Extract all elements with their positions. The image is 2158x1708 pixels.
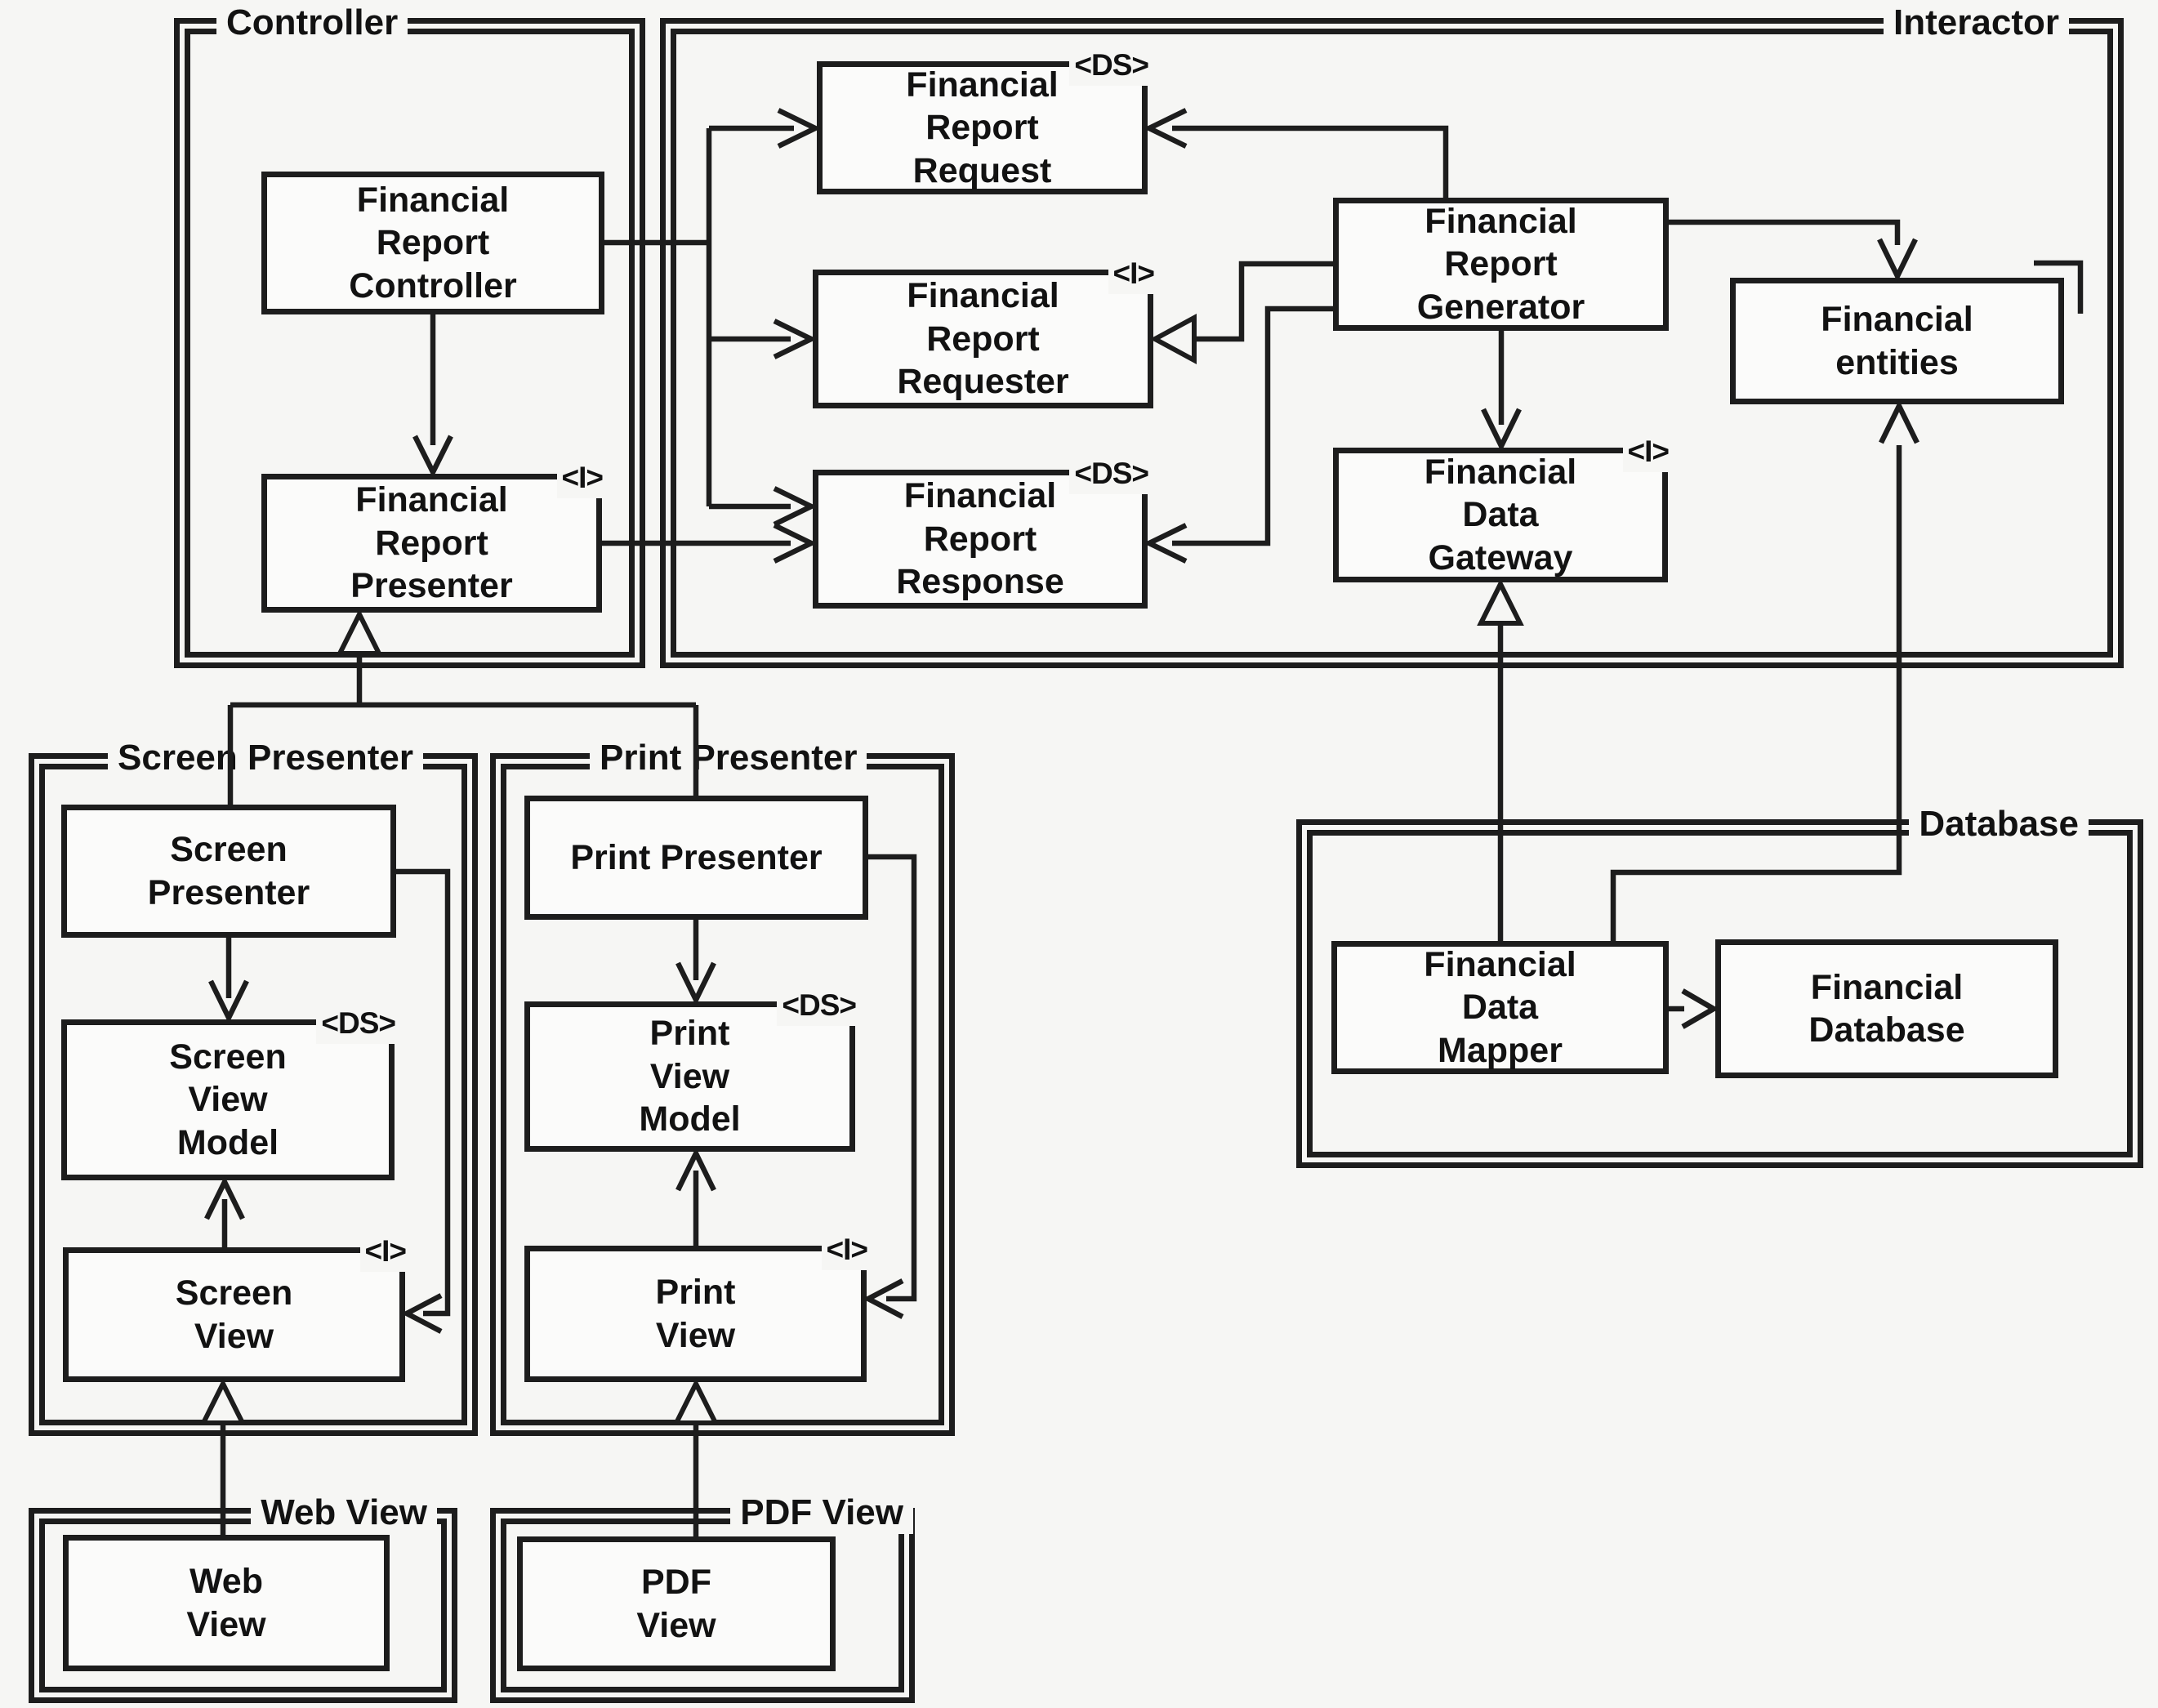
group-label-print-presenter: Print Presenter — [590, 737, 867, 779]
node-label: Financial Report Request — [906, 65, 1059, 190]
node-financial-entities: Financial entities — [1730, 278, 2064, 404]
node-print-view: <I> Print View — [524, 1229, 872, 1382]
node-label: Screen Presenter — [147, 830, 310, 912]
node-financial-data-gateway: <I> Financial Data Gateway — [1333, 431, 1674, 582]
node-label: Financial Data Gateway — [1424, 452, 1577, 578]
node-label: Web View — [186, 1562, 266, 1644]
group-label-database: Database — [1909, 803, 2089, 845]
node-web-view: Web View — [63, 1535, 390, 1671]
node-label: Print View — [655, 1273, 736, 1355]
node-label: Financial Data Mapper — [1424, 944, 1576, 1070]
node-label: Financial Report Requester — [897, 276, 1069, 402]
stereotype-interface: <I> — [556, 457, 608, 498]
group-label-pdf-view: PDF View — [730, 1492, 913, 1534]
stereotype-interface: <I> — [821, 1229, 872, 1270]
node-screen-presenter: Screen Presenter — [61, 805, 396, 938]
node-screen-view: <I> Screen View — [63, 1231, 411, 1382]
stereotype-interface: <I> — [359, 1231, 411, 1272]
node-financial-report-presenter: <I> Financial Report Presenter — [261, 457, 608, 613]
group-label-controller: Controller — [216, 2, 408, 44]
stereotype-data-structure: <DS> — [316, 1003, 400, 1044]
node-financial-data-mapper: Financial Data Mapper — [1331, 941, 1669, 1074]
stereotype-data-structure: <DS> — [1069, 45, 1153, 86]
node-financial-database: Financial Database — [1715, 939, 2058, 1078]
stereotype-interface: <I> — [1622, 431, 1674, 472]
node-label: Financial Report Generator — [1416, 201, 1585, 327]
group-label-interactor: Interactor — [1884, 2, 2069, 44]
group-label-screen-presenter: Screen Presenter — [108, 737, 423, 779]
node-print-view-model: <DS> Print View Model — [524, 985, 861, 1152]
group-web-view: Web View — [29, 1492, 457, 1703]
node-financial-report-generator: Financial Report Generator — [1333, 198, 1669, 331]
node-label: Financial Report Response — [896, 476, 1064, 602]
node-label: Financial entities — [1821, 300, 1973, 382]
node-label: Screen View Model — [169, 1037, 287, 1162]
node-label: Financial Report Presenter — [350, 480, 513, 606]
node-label: Financial Database — [1808, 967, 1965, 1050]
node-label: Screen View — [175, 1273, 293, 1356]
node-label: Print Presenter — [570, 837, 823, 877]
node-financial-report-response: <DS> Financial Report Response — [813, 453, 1153, 609]
node-label: Financial Report Controller — [349, 180, 517, 305]
group-pdf-view: PDF View — [490, 1492, 915, 1703]
group-label-web-view: Web View — [251, 1492, 437, 1534]
node-financial-report-controller: Financial Report Controller — [261, 172, 604, 314]
node-print-presenter: Print Presenter — [524, 796, 868, 920]
node-label: Print View Model — [639, 1014, 741, 1139]
node-label: PDF View — [636, 1563, 716, 1645]
stereotype-data-structure: <DS> — [1069, 453, 1153, 494]
node-pdf-view: PDF View — [517, 1536, 836, 1671]
node-financial-report-request: <DS> Financial Report Request — [817, 45, 1153, 194]
node-screen-view-model: <DS> Screen View Model — [61, 1003, 400, 1180]
stereotype-interface: <I> — [1108, 253, 1159, 294]
stereotype-data-structure: <DS> — [777, 985, 861, 1026]
node-financial-report-requester: <I> Financial Report Requester — [813, 253, 1159, 408]
